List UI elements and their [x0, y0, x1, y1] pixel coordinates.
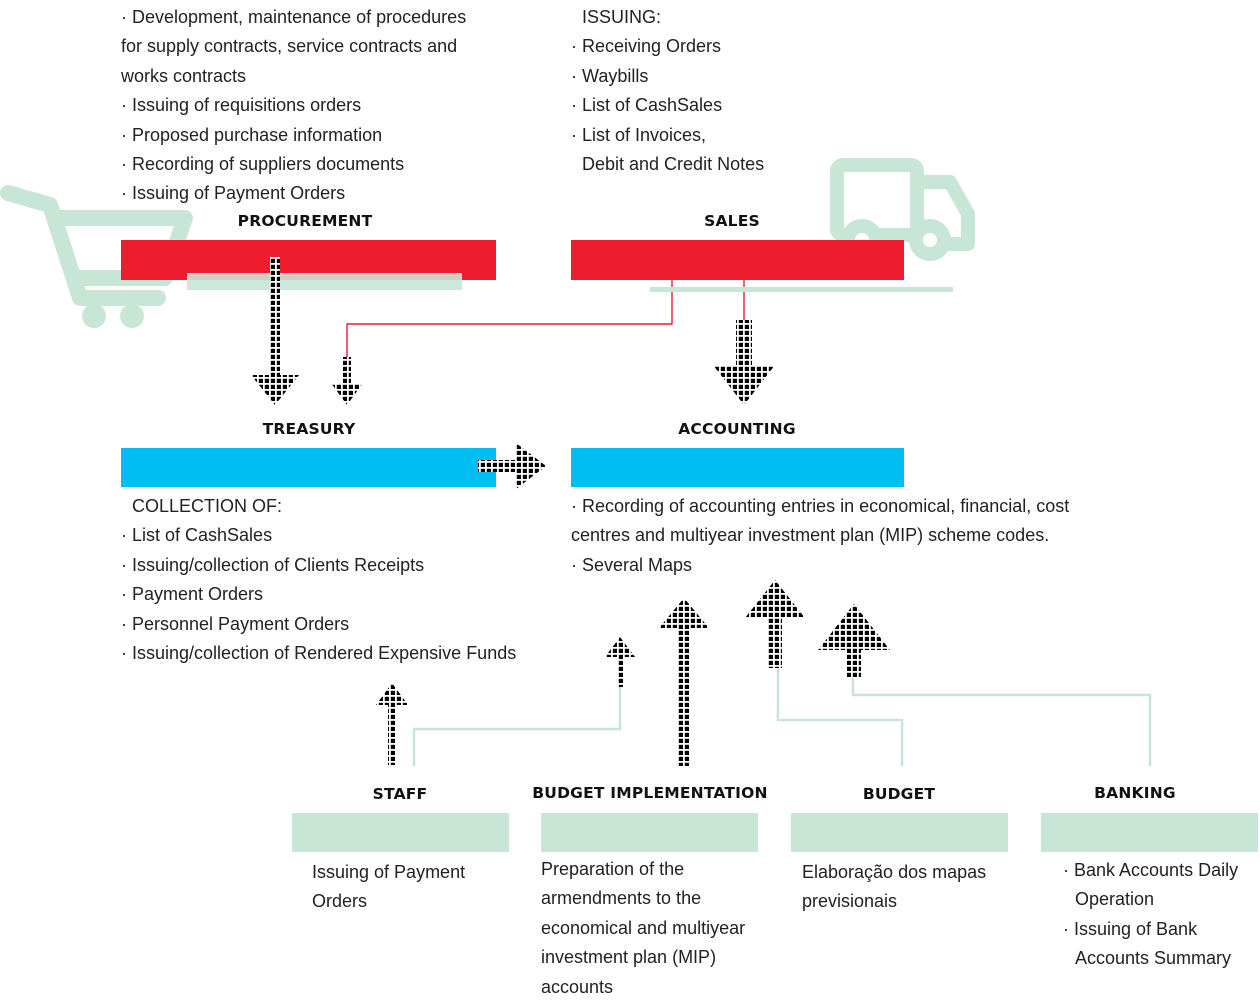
cart-base-decoration: [187, 273, 462, 290]
procurement-description: · Development, maintenance of procedures…: [121, 3, 466, 209]
list-item: · Waybills: [571, 65, 649, 86]
banking-bar: [1041, 813, 1258, 852]
list-item: works contracts: [121, 65, 247, 86]
list-item: · Proposed purchase information: [121, 124, 383, 145]
budget-header: BUDGET: [862, 785, 936, 803]
budget-implementation-description: Preparation of the armendments to the ec…: [541, 855, 745, 1002]
list-item: · Issuing of Payment Orders: [121, 183, 346, 204]
treasury-description: COLLECTION OF: · List of CashSales · Iss…: [121, 492, 516, 668]
sales-description: ISSUING: · Receiving Orders · Waybills ·…: [571, 3, 764, 179]
list-item: Elaboração dos mapas: [802, 862, 987, 882]
list-item: Orders: [312, 891, 368, 912]
budget-implementation-header: BUDGET IMPLEMENTATION: [532, 784, 768, 802]
list-item: · Issuing/collection of Rendered Expensi…: [121, 643, 517, 664]
banking-header: BANKING: [1094, 784, 1176, 802]
list-item: centres and multiyear investment plan (M…: [571, 525, 1050, 546]
list-item: economical and multiyear: [541, 917, 746, 938]
sales-intro: ISSUING:: [582, 7, 662, 27]
budget-implementation-bar: [541, 813, 758, 852]
staff-header: STAFF: [372, 785, 428, 803]
list-item: · List of CashSales: [571, 95, 723, 116]
list-item: Issuing of Payment: [312, 862, 466, 882]
list-item: · Payment Orders: [121, 584, 264, 605]
sales-bar: [571, 240, 904, 280]
treasury-intro: COLLECTION OF:: [132, 496, 283, 516]
list-item: · Several Maps: [571, 554, 693, 575]
staff-description: Issuing of Payment Orders: [312, 858, 465, 917]
list-item: Debit and Credit Notes: [582, 154, 765, 175]
list-item: · List of CashSales: [121, 525, 273, 546]
staff-bar: [292, 813, 509, 852]
sales-header: SALES: [704, 212, 760, 230]
truck-road-decoration: [650, 287, 953, 292]
list-item: Accounts Summary: [1075, 948, 1232, 969]
list-item: previsionais: [802, 891, 898, 912]
list-item: armendments to the: [541, 888, 702, 909]
list-item: · Personnel Payment Orders: [121, 613, 350, 634]
list-item: investment plan (MIP): [541, 947, 717, 968]
list-item: · Issuing of Bank: [1063, 918, 1198, 939]
list-item: · Issuing of requisitions orders: [121, 95, 362, 116]
list-item: · List of Invoices,: [571, 124, 707, 145]
accounting-description: · Recording of accounting entries in eco…: [571, 492, 1069, 580]
budget-description: Elaboração dos mapas previsionais: [802, 858, 986, 917]
list-item: for supply contracts, service contracts …: [121, 36, 458, 57]
banking-description: · Bank Accounts Daily Operation · Issuin…: [1063, 856, 1238, 974]
list-item: · Issuing/collection of Clients Receipts: [121, 554, 425, 575]
list-item: Preparation of the: [541, 859, 685, 879]
list-item: · Development, maintenance of procedures: [121, 7, 467, 27]
list-item: Operation: [1075, 889, 1155, 910]
list-item: · Receiving Orders: [571, 36, 722, 57]
accounting-bar: [571, 448, 904, 487]
list-item: · Recording of suppliers documents: [121, 154, 405, 175]
treasury-header: TREASURY: [262, 420, 356, 438]
procurement-header: PROCUREMENT: [237, 212, 373, 230]
list-item: accounts: [541, 976, 614, 997]
list-item: · Recording of accounting entries in eco…: [571, 496, 1070, 516]
budget-bar: [791, 813, 1008, 852]
treasury-bar: [121, 448, 496, 487]
list-item: · Bank Accounts Daily: [1063, 860, 1239, 880]
accounting-header: ACCOUNTING: [678, 420, 796, 438]
